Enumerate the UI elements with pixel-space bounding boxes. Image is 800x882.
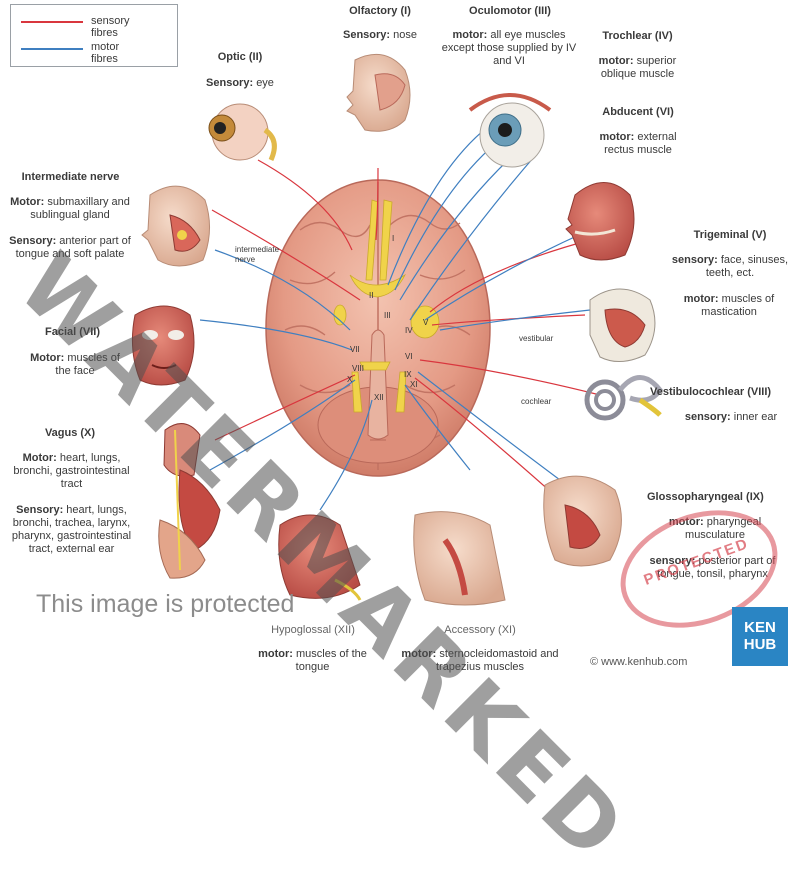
vestibulocochlear-title: Vestibulocochlear (VIII) <box>650 386 772 398</box>
trigeminal-motor-desc: motor: muscles of mastication <box>683 293 775 318</box>
hypoglossal-title: Hypoglossal (XII) <box>271 624 355 636</box>
olfactory-head-illustration <box>346 53 411 132</box>
credit-text[interactable]: © www.kenhub.com <box>590 656 688 668</box>
protected-notice: This image is protected <box>36 590 295 618</box>
trochlear-title: Trochlear (IV) <box>602 30 673 42</box>
intermediate-face-illustration <box>141 185 210 267</box>
inner-ear-illustration <box>584 375 664 421</box>
neck-illustration <box>413 511 506 606</box>
vagus-sensory-desc: Sensory: heart, lungs, bronchi, trachea,… <box>11 504 132 555</box>
hypoglossal-desc: motor: muscles of the tongue <box>258 648 367 673</box>
nerve-roots <box>333 199 440 413</box>
olfactory-title: Olfactory (I) <box>349 5 411 17</box>
glossopharyngeal-sensory-desc: sensory: posterior part of tongue, tonsi… <box>649 555 776 580</box>
abducent-title: Abducent (VI) <box>602 106 674 118</box>
legend: sensory fibres motor fibres <box>10 4 178 67</box>
trigeminal-title: Trigeminal (V) <box>693 229 767 241</box>
logo-top-text: KEN <box>744 619 776 636</box>
intermediate-motor-desc: Motor: submaxillary and sublingual gland <box>10 196 130 221</box>
oculomotor-eye-illustration <box>468 93 552 168</box>
optic-title: Optic (II) <box>217 51 263 63</box>
numeral-xii: XII <box>374 393 384 402</box>
accessory-title: Accessory (XI) <box>444 624 516 636</box>
motor-legend-label: motor fibres <box>91 41 120 65</box>
cochlear-label: cochlear <box>521 397 552 406</box>
olfactory-desc: Sensory: nose <box>343 29 417 41</box>
logo-bottom-text: HUB <box>743 636 777 653</box>
numeral-i: I <box>392 234 395 243</box>
kenhub-logo[interactable]: KEN HUB <box>732 607 788 666</box>
trigeminal-sensory-desc: sensory: face, sinuses, teeth, ect. <box>671 254 789 279</box>
oculomotor-desc: motor: all eye muscles except those supp… <box>441 29 577 67</box>
cranial-nerves-diagram <box>131 53 664 606</box>
numeral-ix: IX <box>404 370 412 379</box>
trochlear-desc: motor: superior oblique muscle <box>598 55 677 80</box>
numeral-iv: IV <box>405 326 413 335</box>
abducent-desc: motor: external rectus muscle <box>599 131 677 156</box>
numeral-vii: VII <box>350 345 360 354</box>
glossopharyngeal-head-illustration <box>543 475 622 567</box>
numeral-ii: II <box>369 291 374 300</box>
brain-base <box>265 179 491 477</box>
optic-eye-illustration <box>208 103 277 162</box>
vagus-motor-desc: Motor: heart, lungs, bronchi, gastrointe… <box>13 452 130 490</box>
trigeminal-head-illustration <box>565 182 635 261</box>
numeral-xi: XI <box>410 380 418 389</box>
numeral-viii: VIII <box>352 364 365 373</box>
sensory-legend-line <box>21 21 83 23</box>
glossopharyngeal-title: Glossopharyngeal (IX) <box>647 491 764 503</box>
sensory-legend-label: sensory fibres <box>91 15 130 39</box>
optic-desc: Sensory: eye <box>206 77 274 89</box>
vestibular-label: vestibular <box>519 334 554 343</box>
glossopharyngeal-motor-desc: motor: pharyngeal musculature <box>668 516 762 541</box>
numeral-v: V <box>423 318 429 327</box>
intermediate-sensory-desc: Sensory: anterior part of tongue and sof… <box>9 235 131 260</box>
intermediate-nerve-brain-label: intermediate nerve <box>235 245 280 264</box>
oculomotor-title: Oculomotor (III) <box>469 5 551 17</box>
numeral-vi: VI <box>405 352 413 361</box>
motor-legend-line <box>21 48 83 50</box>
numeral-iii: III <box>384 311 391 320</box>
intermediate-title: Intermediate nerve <box>21 171 120 183</box>
tongue-illustration <box>278 514 362 601</box>
vestibulocochlear-desc: sensory: inner ear <box>684 411 778 423</box>
stamp-text: PROTECTED <box>641 535 752 589</box>
accessory-desc: motor: sternocleidomastoid and trapezius… <box>401 648 559 673</box>
facial-title: Facial (VII) <box>44 326 101 338</box>
sensory-fibres <box>211 159 601 501</box>
skull-illustration <box>589 288 656 362</box>
facial-desc: Motor: muscles of the face <box>30 352 120 377</box>
vagus-organs-illustration <box>158 423 221 579</box>
vagus-title: Vagus (X) <box>44 427 96 439</box>
facial-muscles-illustration <box>131 305 195 386</box>
numeral-x: X <box>347 375 353 384</box>
